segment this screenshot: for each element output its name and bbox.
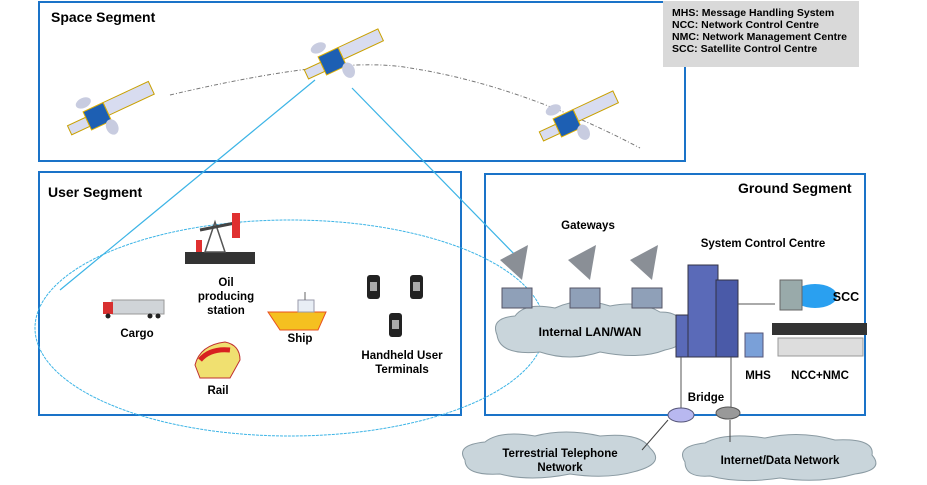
telephone-label-line: Terrestrial Telephone [502, 448, 618, 460]
terrestrial-telephone-label: Terrestrial Telephone Network [495, 447, 625, 475]
ground-segment-title: Ground Segment [738, 180, 852, 196]
oil-label-line: producing [197, 291, 255, 303]
internet-cloud [682, 433, 877, 482]
gateway-antenna-icon-1 [500, 245, 533, 309]
user-segment-box [38, 171, 462, 416]
handheld-label-line: Terminals [375, 364, 429, 376]
bridge-hub-icon [667, 407, 695, 423]
building-icon [675, 264, 739, 358]
internet-data-label: Internet/Data Network [720, 455, 840, 467]
internal-lan-label: Internal LAN/WAN [538, 325, 642, 339]
orbit-path [169, 64, 641, 149]
space-segment-title: Space Segment [51, 9, 156, 25]
router-icon [715, 406, 741, 420]
user-segment-title: User Segment [48, 184, 143, 200]
scc-console-icon [779, 279, 837, 311]
gateway-antenna-icon-3 [630, 245, 663, 309]
ncc-nmc-label: NCC+NMC [791, 370, 849, 382]
space-segment-box [38, 1, 686, 162]
satellite-right-icon [538, 90, 620, 142]
legend-item: SCC: Satellite Control Centre [672, 43, 818, 55]
satellite-center-icon [303, 28, 385, 80]
handheld-terminal-icon-2 [410, 275, 423, 299]
oil-label-line: Oil [218, 277, 234, 289]
bridge-label: Bridge [687, 392, 725, 404]
handheld-label-line: Handheld User [361, 350, 443, 362]
telephone-label-line: Network [537, 462, 583, 474]
cargo-label: Cargo [120, 328, 154, 340]
gateway-antenna-icon-2 [568, 245, 601, 309]
oil-pump-icon [185, 213, 255, 264]
oil-station-label: Oil producing station [186, 276, 266, 318]
handheld-terminals-label: Handheld User Terminals [352, 349, 452, 377]
legend-item: NCC: Network Control Centre [672, 19, 820, 31]
satellite-left-icon [66, 80, 155, 136]
ship-label: Ship [287, 333, 313, 345]
ncc-nmc-console-icon [772, 323, 867, 357]
legend-box: MHS: Message Handling System NCC: Networ… [663, 1, 859, 67]
gateways-label: Gateways [561, 220, 615, 232]
mhs-label: MHS [745, 370, 771, 382]
beam-right [351, 87, 521, 261]
mhs-server-icon [744, 332, 764, 358]
system-control-centre-label: System Control Centre [700, 238, 826, 250]
rail-label: Rail [207, 385, 229, 397]
legend-item: NMC: Network Management Centre [672, 31, 848, 43]
oil-label-line: station [207, 305, 245, 317]
scc-label: SCC [832, 290, 860, 304]
handheld-terminal-icon-1 [367, 275, 380, 299]
legend-item: MHS: Message Handling System [672, 7, 835, 19]
ship-icon [267, 292, 327, 331]
cargo-truck-icon [103, 299, 165, 319]
terrestrial-telephone-cloud [462, 431, 657, 479]
handheld-terminal-icon-3 [389, 313, 402, 337]
rail-icon [194, 341, 241, 379]
